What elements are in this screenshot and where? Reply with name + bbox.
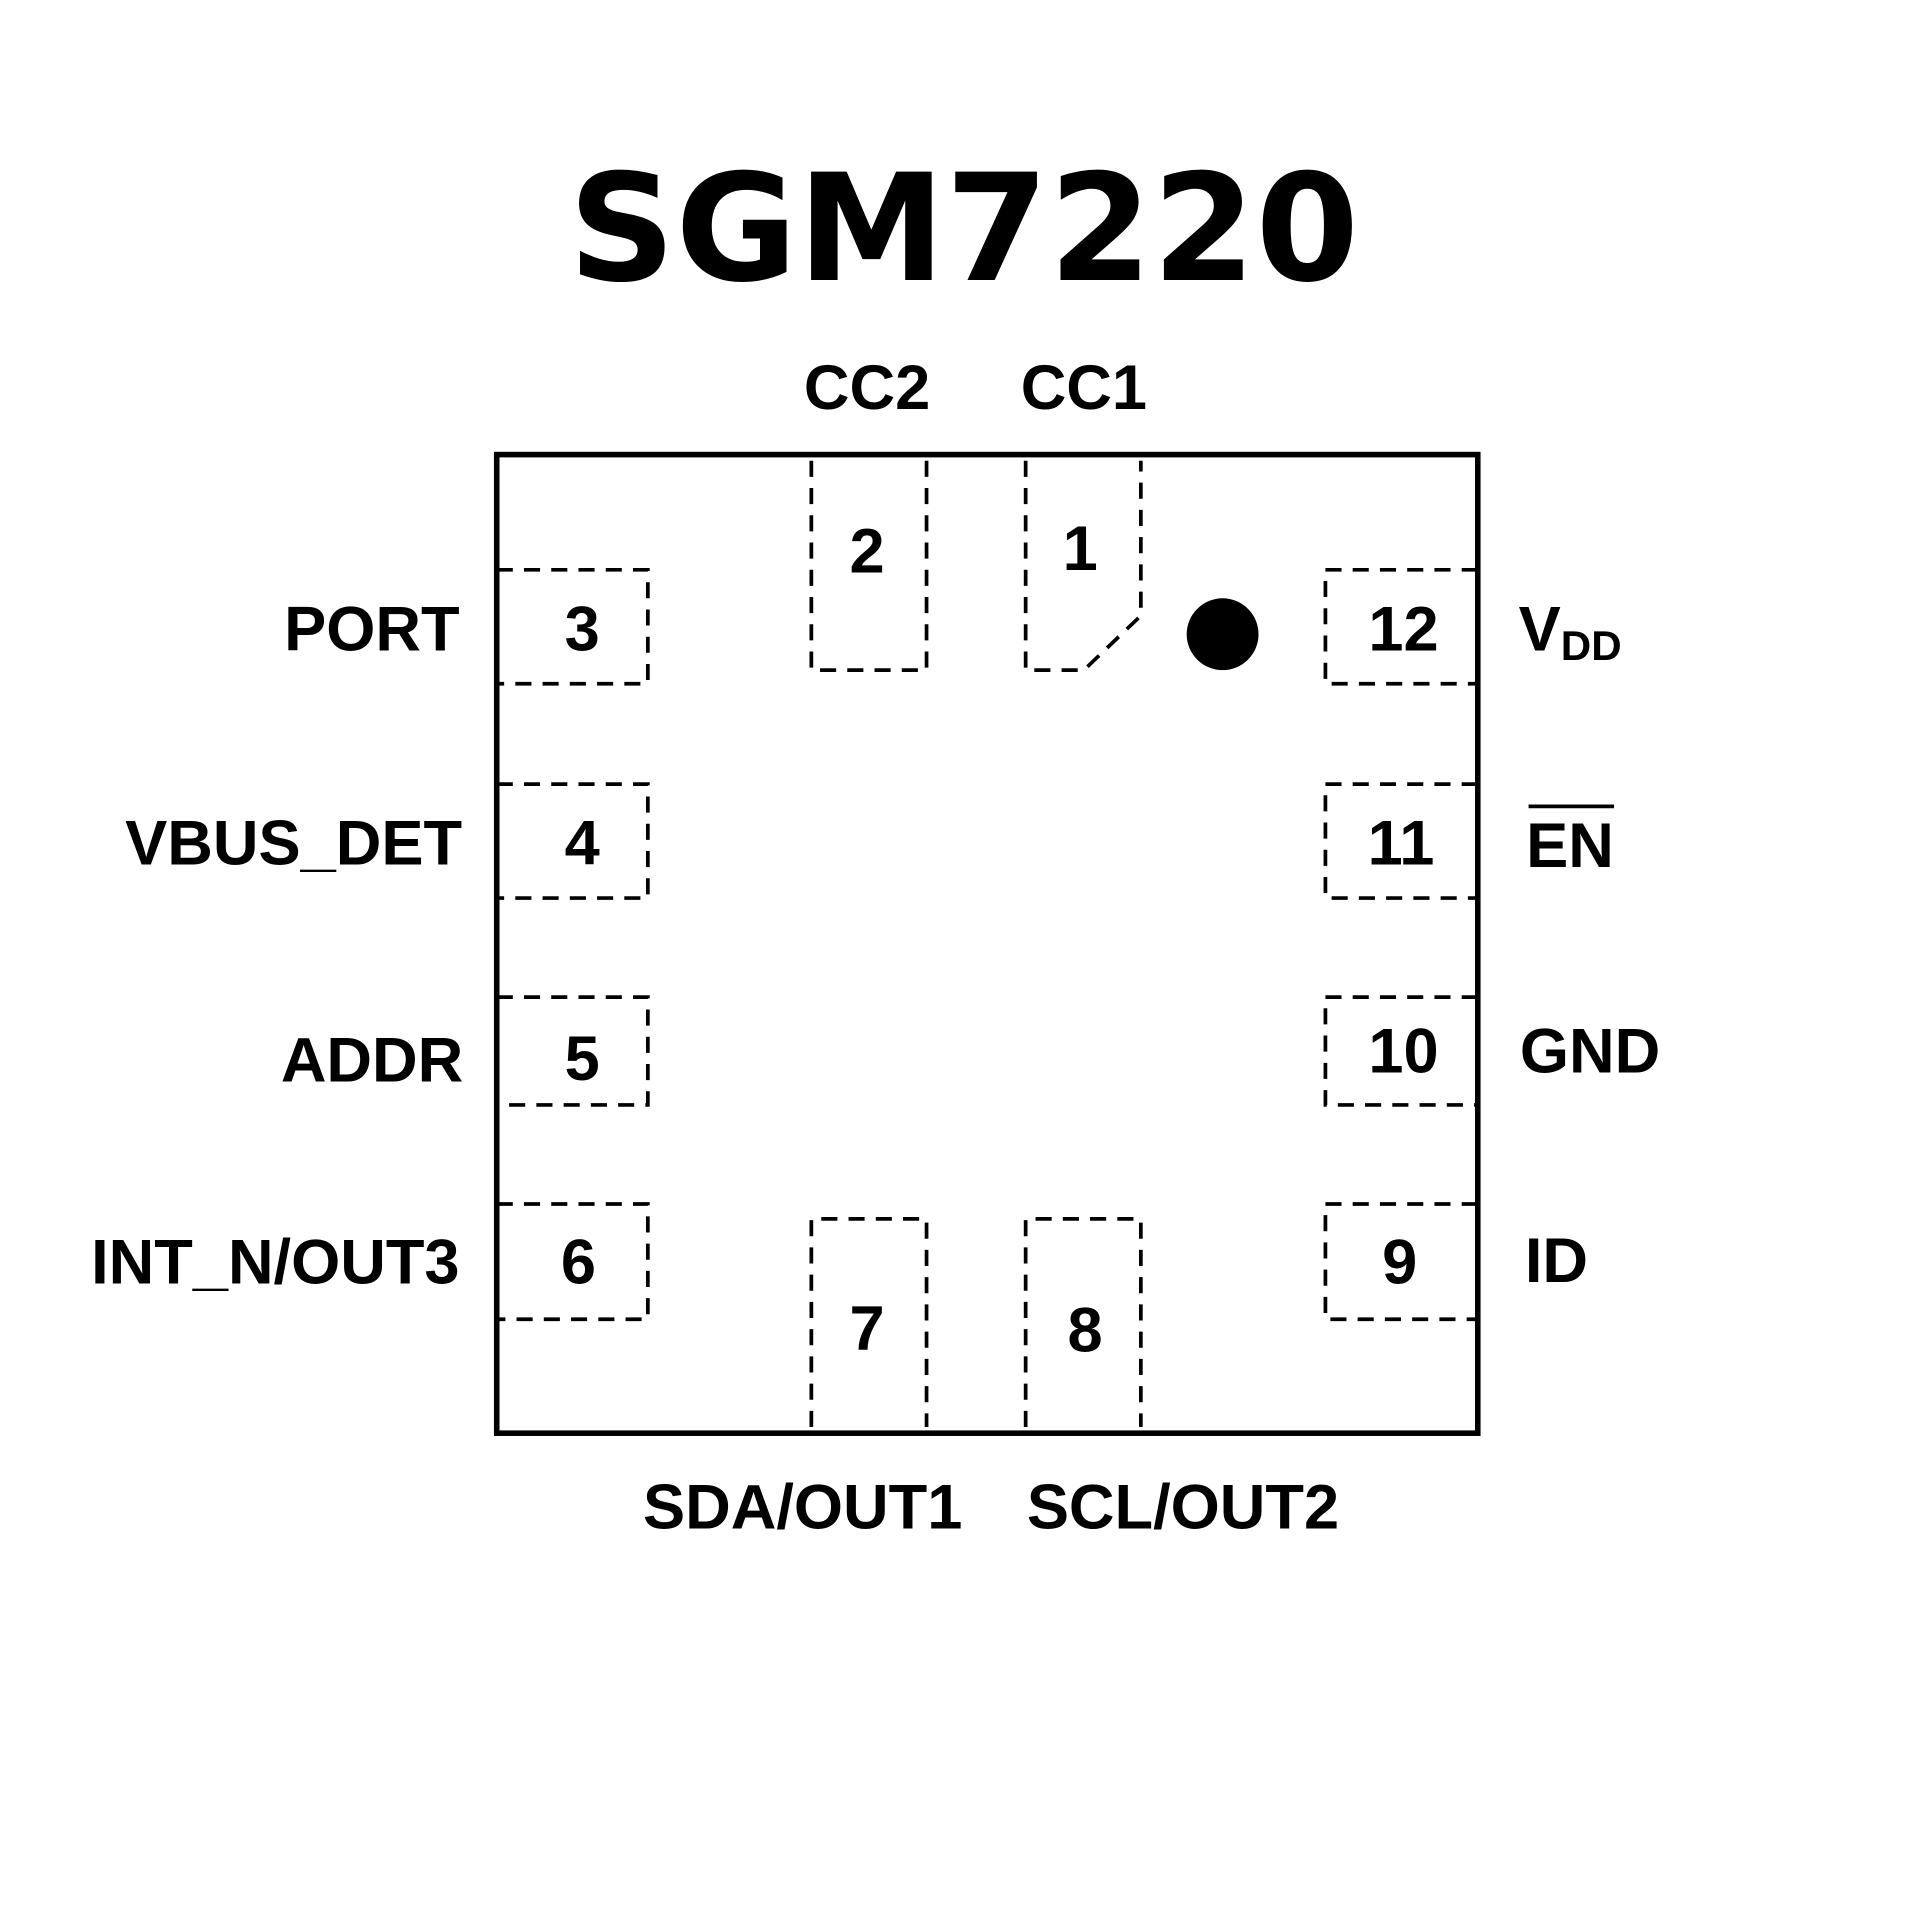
pin-name: EN: [1526, 811, 1614, 881]
pin-name: CC1: [1021, 353, 1147, 423]
pin-1: 1 CC1: [1021, 353, 1147, 672]
pin-7: 7 SDA/OUT1: [643, 1217, 962, 1543]
pin-number: 2: [850, 516, 885, 586]
pin-name: VDD: [1519, 594, 1622, 669]
pin-8: 8 SCL/OUT2: [1023, 1217, 1339, 1543]
pin-4: 4 VBUS_DET: [125, 782, 650, 900]
pin-name: CC2: [804, 353, 930, 423]
pad-outline: [496, 995, 650, 1107]
pin-12: 12 VDD: [1323, 567, 1622, 686]
pin-2: 2 CC2: [804, 353, 930, 672]
pad-outline: [1323, 995, 1478, 1107]
pin-name: ID: [1525, 1226, 1588, 1296]
pad-outline: [496, 1202, 650, 1322]
pin-name-main: V: [1519, 594, 1561, 664]
pad-outline: [496, 567, 650, 686]
pin-3: 3 PORT: [284, 567, 650, 686]
pad-outline: [1323, 782, 1478, 900]
pin-10: 10 GND: [1323, 995, 1660, 1107]
pin-9: 9 ID: [1323, 1202, 1588, 1322]
pin-number: 5: [565, 1024, 600, 1094]
pad-outline: [1323, 567, 1478, 686]
pad-outline: [1023, 460, 1143, 672]
pin1-dot-icon: [1186, 598, 1259, 671]
pin-number: 1: [1063, 514, 1098, 584]
pin-name: VBUS_DET: [125, 809, 462, 879]
pin-number: 8: [1068, 1295, 1103, 1365]
pin-name: INT_N/OUT3: [91, 1227, 459, 1297]
pin-number: 11: [1368, 809, 1435, 879]
pin-number: 7: [850, 1294, 885, 1364]
package-outline: [493, 451, 1481, 1436]
pin-name: PORT: [284, 594, 459, 664]
pad-outline: [496, 782, 650, 900]
pin-name: GND: [1520, 1017, 1660, 1087]
pin-name: SCL/OUT2: [1027, 1473, 1339, 1543]
pin-5: 5 ADDR: [281, 995, 650, 1107]
pin-name: ADDR: [281, 1025, 463, 1095]
pin-number: 9: [1382, 1227, 1417, 1297]
pin-name: SDA/OUT1: [643, 1473, 962, 1543]
pin-6: 6 INT_N/OUT3: [91, 1202, 650, 1322]
pin-11: 11 EN: [1323, 782, 1615, 900]
pin-number: 12: [1368, 594, 1438, 664]
pin-number: 10: [1368, 1017, 1438, 1087]
chip-title: SGM7220: [568, 143, 1359, 316]
pin-number: 3: [565, 594, 600, 664]
pin-number: 4: [565, 809, 600, 879]
pin-number: 6: [561, 1227, 596, 1297]
pin-name-subscript: DD: [1561, 622, 1622, 669]
